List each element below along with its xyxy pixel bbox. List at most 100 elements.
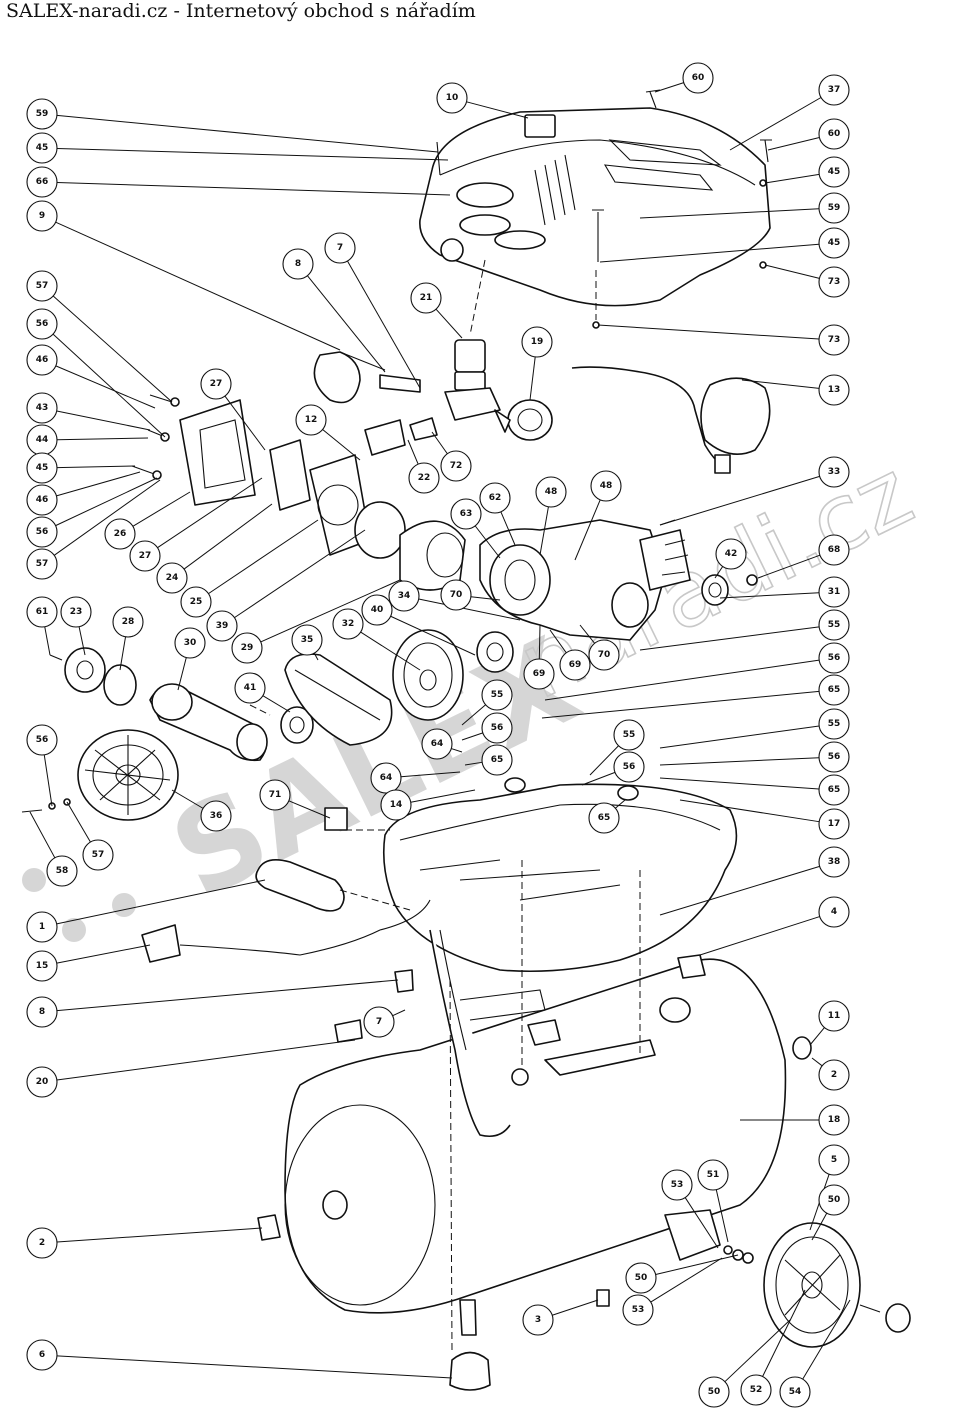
leader-line (757, 554, 821, 579)
bearings (280, 574, 758, 744)
leader-line (224, 395, 266, 451)
part-callout-7: 7 (324, 232, 356, 264)
callout-number: 45 (828, 238, 841, 248)
callout-number: 28 (122, 617, 135, 627)
callout-number: 34 (398, 591, 411, 601)
callout-number: 56 (36, 319, 49, 329)
leader-line (549, 629, 567, 654)
leader-line (811, 1057, 823, 1067)
part-callout-44: 44 (26, 424, 58, 456)
callout-number: 56 (36, 527, 49, 537)
callout-number: 59 (36, 109, 49, 119)
leader-line (392, 1009, 406, 1017)
part-callout-24: 24 (156, 562, 188, 594)
leader-line (313, 652, 319, 661)
callout-circle (26, 452, 58, 484)
leader-line (639, 208, 820, 219)
leader-line (119, 636, 127, 671)
leader-line (729, 97, 822, 151)
callout-number: 62 (489, 493, 502, 503)
callout-number: 7 (337, 243, 343, 253)
part-callout-71: 71 (259, 779, 291, 811)
callout-number: 7 (376, 1017, 382, 1027)
part-callout-1: 1 (26, 911, 58, 943)
leader-line (66, 801, 91, 843)
leader-line (767, 137, 820, 151)
leader-line (418, 598, 521, 621)
callout-circle (818, 674, 850, 706)
callout-number: 56 (828, 752, 841, 762)
leader-line (56, 465, 136, 469)
part-callout-46: 46 (26, 344, 58, 376)
leader-line (260, 579, 401, 643)
callout-circle (588, 639, 620, 671)
callout-number: 2 (39, 1238, 45, 1248)
callout-circle (26, 950, 58, 982)
part-callout-45: 45 (26, 452, 58, 484)
leader-line (470, 596, 501, 601)
part-callout-8: 8 (282, 248, 314, 280)
callout-circle (46, 855, 78, 887)
part-callout-41: 41 (234, 672, 266, 704)
leader-line (659, 865, 820, 916)
belt-pulley (284, 629, 464, 746)
callout-circle (818, 1104, 850, 1136)
part-callout-56: 56 (26, 724, 58, 756)
callout-number: 2 (831, 1070, 837, 1080)
callout-circle (818, 896, 850, 928)
callout-circle (440, 450, 472, 482)
callout-circle (779, 1376, 811, 1408)
part-callout-56: 56 (818, 741, 850, 773)
callout-number: 73 (828, 335, 841, 345)
callout-circle (818, 576, 850, 608)
part-callout-25: 25 (180, 586, 212, 618)
part-callout-2: 2 (818, 1059, 850, 1091)
callout-circle (818, 192, 850, 224)
callout-number: 8 (39, 1007, 45, 1017)
callout-number: 19 (531, 337, 544, 347)
leader-line (55, 221, 341, 351)
callout-circle (234, 672, 266, 704)
callout-number: 57 (36, 559, 49, 569)
part-callout-38: 38 (818, 846, 850, 878)
part-callout-32: 32 (332, 608, 364, 640)
callout-number: 58 (56, 866, 69, 876)
part-callout-55: 55 (818, 609, 850, 641)
callout-number: 69 (569, 660, 582, 670)
callout-circle (522, 1304, 554, 1336)
part-callout-27: 27 (129, 540, 161, 572)
callout-number: 57 (36, 281, 49, 291)
callout-number: 65 (598, 813, 611, 823)
leader-line (451, 748, 463, 753)
callout-circle (174, 627, 206, 659)
callout-number: 21 (420, 293, 433, 303)
callout-number: 27 (210, 379, 223, 389)
part-callout-68: 68 (818, 534, 850, 566)
part-callout-7: 7 (363, 1006, 395, 1038)
leader-line (762, 1289, 806, 1377)
callout-circle (295, 404, 327, 436)
leader-line (615, 799, 626, 809)
leader-line (654, 82, 684, 93)
leader-line (29, 811, 56, 859)
part-callout-29: 29 (231, 632, 263, 664)
callout-number: 5 (831, 1155, 837, 1165)
callout-circle (818, 456, 850, 488)
leader-line (764, 264, 820, 279)
callout-circle (26, 270, 58, 302)
callout-circle (410, 282, 442, 314)
part-callout-65: 65 (588, 802, 620, 834)
callout-circle (26, 996, 58, 1028)
leader-line (461, 732, 483, 741)
callout-number: 48 (545, 487, 558, 497)
callout-circle (421, 728, 453, 760)
callout-circle (613, 751, 645, 783)
callout-circle (818, 708, 850, 740)
leader-line (44, 626, 51, 656)
leader-line (410, 789, 476, 803)
callout-number: 4 (831, 907, 837, 917)
callout-circle (613, 719, 645, 751)
part-callout-57: 57 (26, 548, 58, 580)
part-callout-65: 65 (481, 744, 513, 776)
callout-number: 14 (390, 800, 403, 810)
